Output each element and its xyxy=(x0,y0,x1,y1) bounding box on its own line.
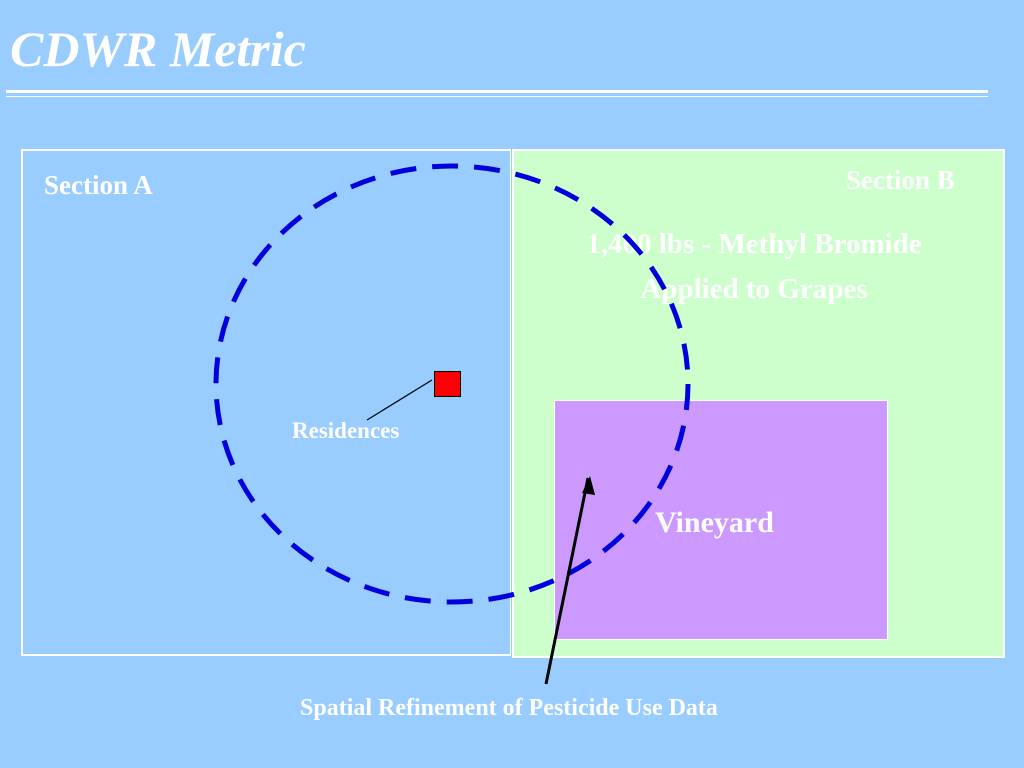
slide-caption: Spatial Refinement of Pesticide Use Data xyxy=(300,695,718,721)
section-a-area xyxy=(21,149,511,656)
residence-marker-icon xyxy=(434,371,461,397)
slide-title: CDWR Metric xyxy=(10,21,306,77)
pesticide-application-text: 1,400 lbs - Methyl Bromide Applied to Gr… xyxy=(540,222,968,312)
vineyard-label: Vineyard xyxy=(655,506,774,539)
title-rule-thin xyxy=(6,96,988,97)
residences-label: Residences xyxy=(292,418,400,443)
title-rule-thick xyxy=(6,90,988,93)
pesticide-line-2: Applied to Grapes xyxy=(640,273,868,305)
pesticide-line-1: 1,400 lbs - Methyl Bromide xyxy=(586,228,922,260)
section-b-label: Section B xyxy=(846,165,955,195)
section-a-label: Section A xyxy=(44,170,153,200)
